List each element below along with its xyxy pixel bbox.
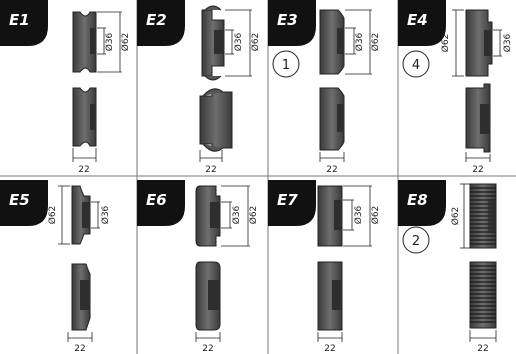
panel-label-tab [137,180,185,226]
diameter-outer: Ø62 [47,206,58,225]
panel-label: E3 [277,11,298,29]
diameter-outer: Ø62 [370,33,381,52]
position-marker-circle [272,50,300,78]
panel-label: E5 [9,191,30,209]
panel-label-tab [0,180,48,226]
panel-label: E4 [407,11,428,29]
diameter-inner: Ø36 [353,205,364,224]
width-dimension: 22 [472,165,483,175]
position-marker: 2 [412,234,420,249]
panel-label: E8 [407,191,428,209]
position-marker-circle [402,226,430,254]
roller-top-view [71,185,91,245]
panel-label-tab [268,0,316,46]
roller-side-view [317,261,343,331]
diameter-inner: Ø36 [354,32,365,51]
diameter-outer: Ø62 [120,33,131,52]
width-dimension: 22 [202,344,213,354]
width-dimension: 22 [326,165,337,175]
diameter-outer: Ø62 [370,206,381,225]
roller-side-view [465,83,491,153]
panel-label-tab [0,0,48,46]
diameter-outer: Ø62 [248,206,259,225]
roller-side-view [199,91,233,149]
panel-label: E2 [146,11,167,29]
panel-e7: E7 Ø36 Ø62 22 [268,180,381,354]
position-marker: 1 [282,58,290,73]
diameter-outer: Ø62 [250,33,261,52]
panel-label-tab [268,180,316,226]
panel-e4: E4 4 Ø62 Ø36 22 [398,0,513,175]
diameter-inner: Ø36 [231,205,242,224]
width-dimension: 22 [477,344,488,354]
panel-e8: E8 2 Ø62 [398,180,497,354]
panel-e5: E5 Ø62 Ø36 22 [0,180,111,354]
panel-label-tab [137,0,185,46]
width-dimension: 22 [205,165,216,175]
panel-label-tab [398,180,446,226]
diameter-inner: Ø36 [104,32,115,51]
width-dimension: 22 [324,344,335,354]
panel-e6: E6 Ø36 Ø62 22 [137,180,259,354]
width-dimension: 22 [78,165,89,175]
panel-label-tab [398,0,446,46]
width-dimension: 22 [74,344,85,354]
panel-label: E6 [146,191,167,209]
diameter-inner: Ø36 [100,205,111,224]
panel-e3: E3 1 Ø36 Ø62 22 [268,0,381,175]
roller-top-view [195,185,221,247]
panel-label: E7 [277,191,298,209]
position-marker: 4 [412,58,420,73]
roller-top-view [319,9,345,75]
panel-e1: E1 Ø36 Ø62 22 [0,0,131,175]
knurled-roller-side-view [469,261,497,329]
diameter-inner: Ø36 [233,32,244,51]
knurled-roller-top-view [469,183,497,249]
roller-top-view [465,9,493,77]
position-marker-circle [402,50,430,78]
diameter-inner: Ø36 [502,33,513,52]
diameter-outer: Ø62 [450,207,461,226]
panel-e2: E2 Ø36 Ø62 22 [137,0,261,175]
roller-side-view [319,87,345,151]
diameter-outer: Ø62 [440,34,451,53]
roller-top-view [72,11,97,73]
roller-side-view [72,87,97,147]
panel-label: E1 [9,11,30,29]
